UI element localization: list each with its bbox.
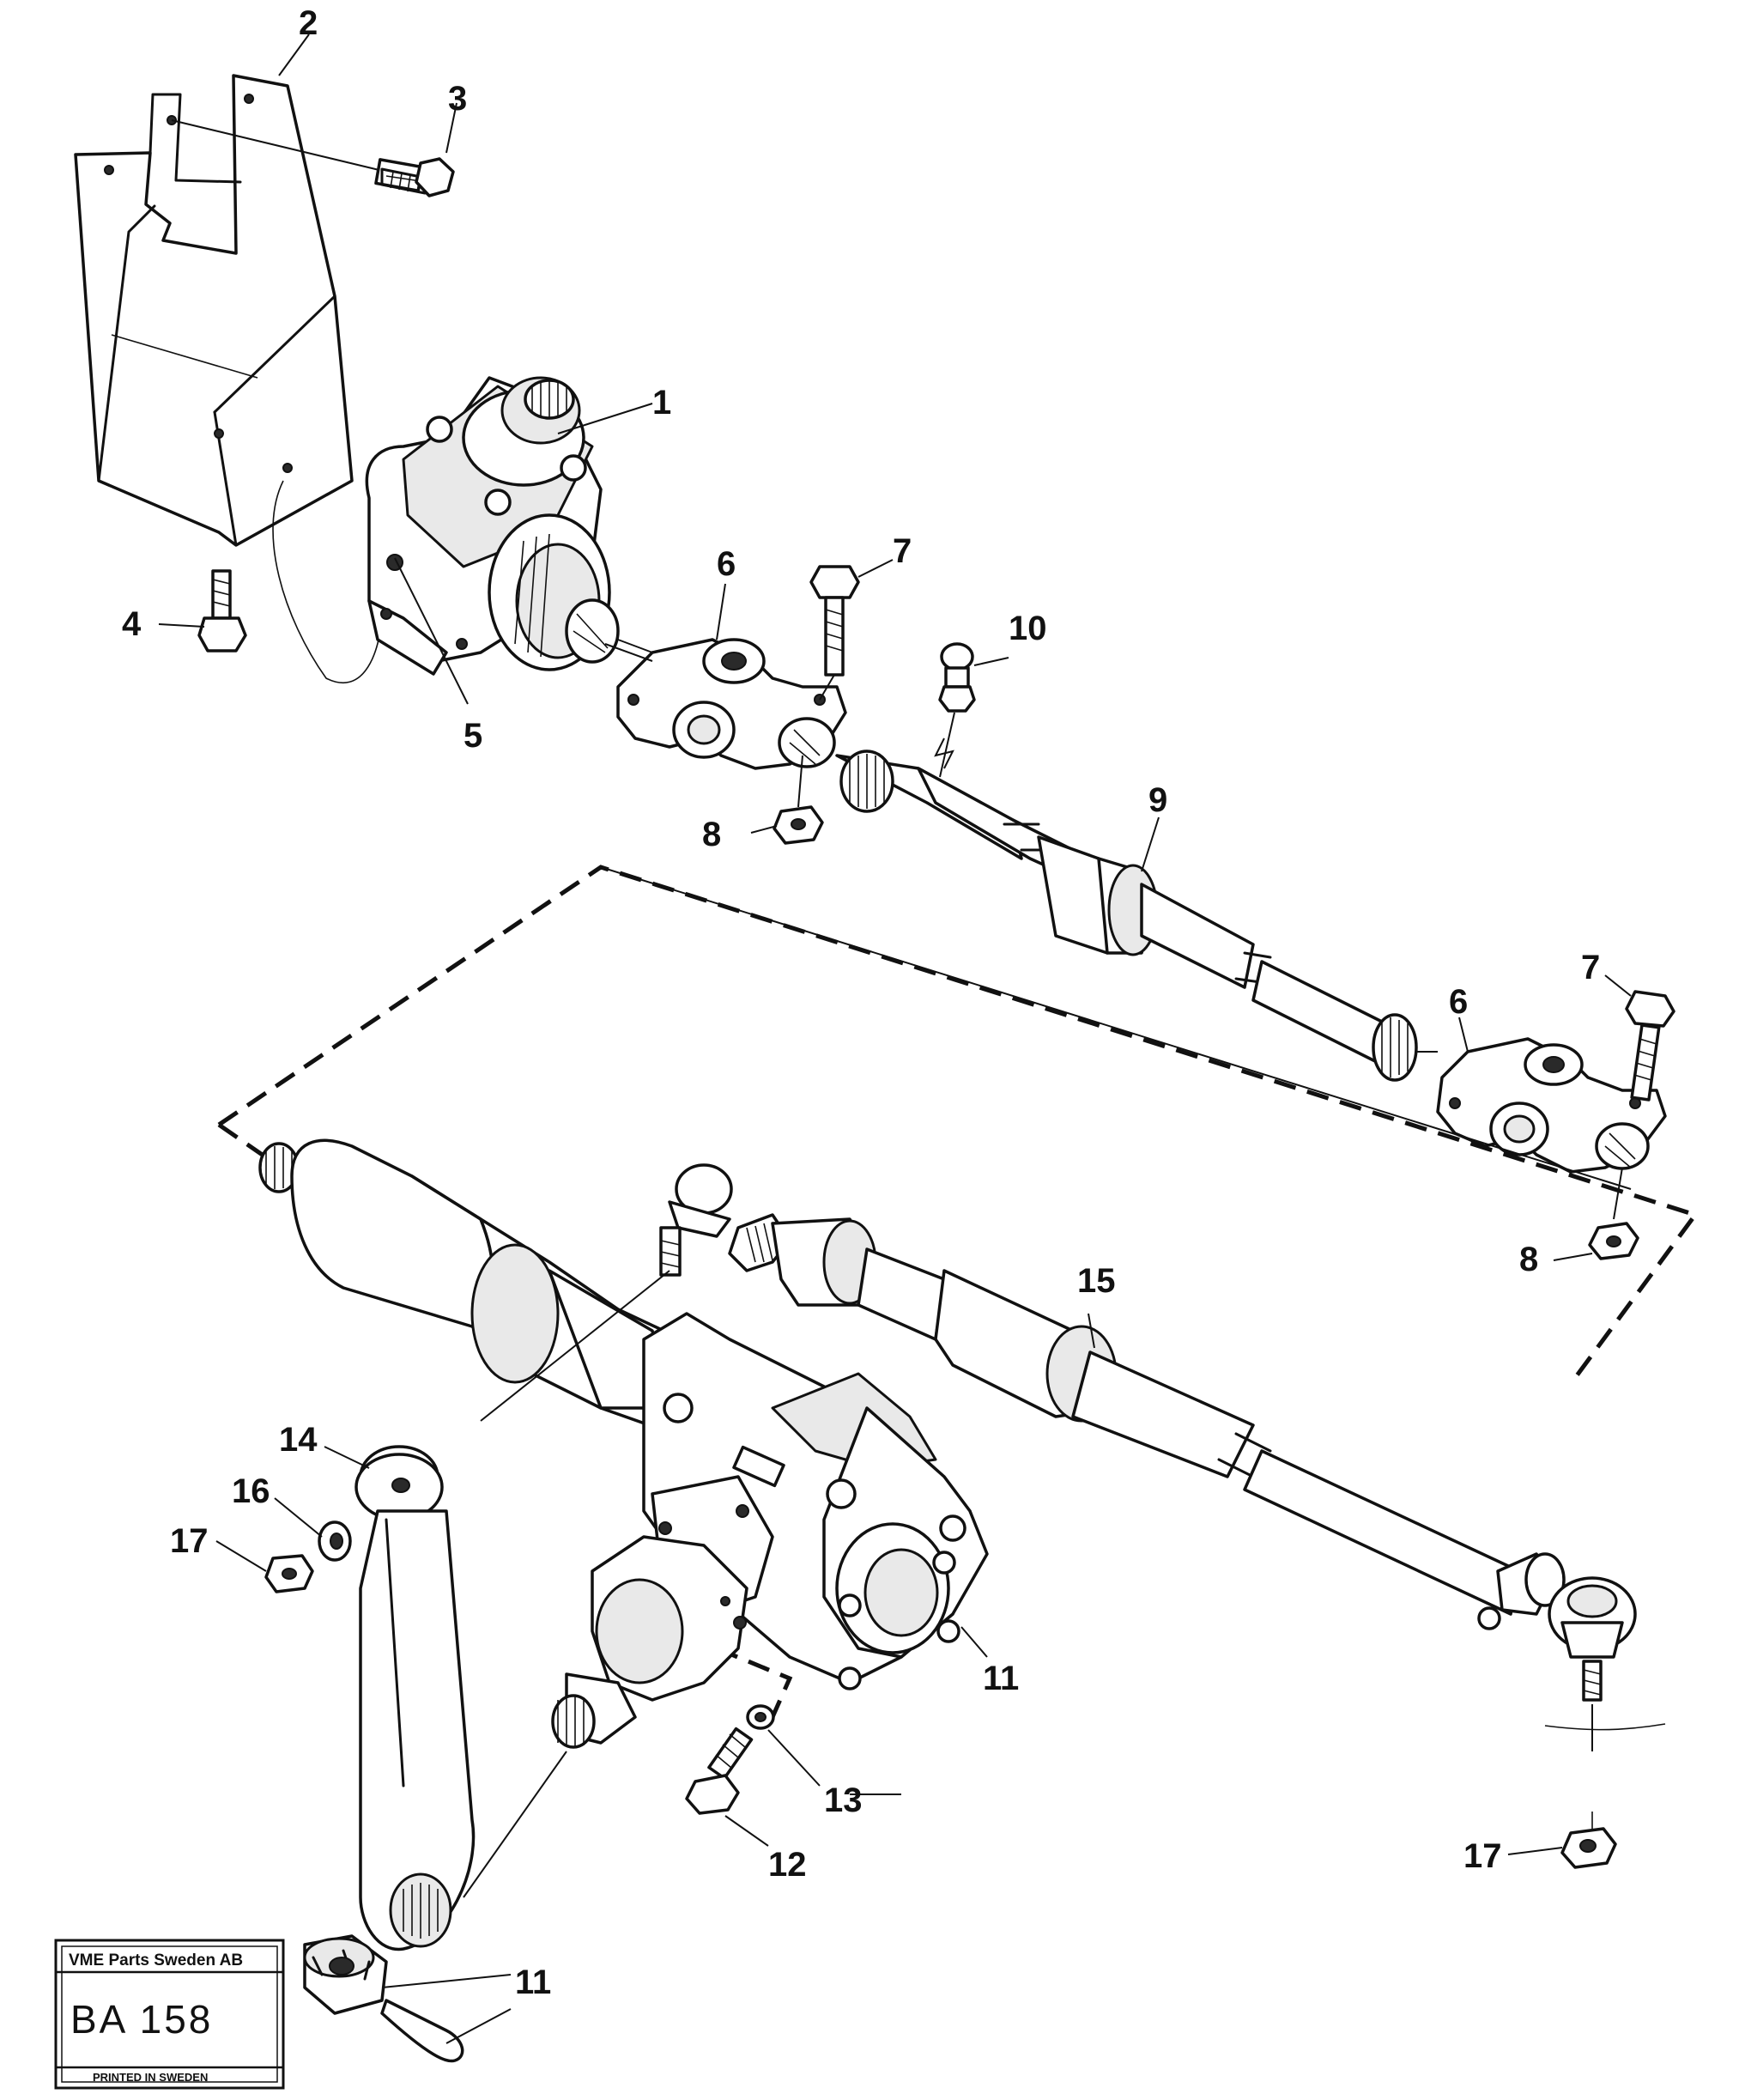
callout-15: 15 xyxy=(1077,1262,1116,1300)
callout-8-lower: 8 xyxy=(1519,1241,1538,1278)
washer-part-16 xyxy=(318,1520,352,1562)
steering-gear-part-1 xyxy=(365,376,620,676)
nut-part-17-left xyxy=(264,1554,314,1593)
callout-8-upper: 8 xyxy=(702,816,721,853)
drag-link-part-15 xyxy=(480,1163,1666,1751)
bolt-part-12 xyxy=(685,1727,754,1815)
callout-17-right: 17 xyxy=(1463,1837,1502,1875)
publisher-stamp: VME Parts Sweden AB BA 158 PRINTED IN SW… xyxy=(54,1939,285,2090)
grease-nipple-part-10 xyxy=(934,642,976,778)
bolt-part-7-lower xyxy=(1625,990,1675,1102)
callout-14: 14 xyxy=(279,1421,318,1459)
cotter-pin-part-11 xyxy=(380,1974,512,2063)
callout-leaders xyxy=(158,33,1632,1855)
callout-9: 9 xyxy=(1148,781,1167,819)
callout-numbers: 1 2 3 4 5 6 7 8 9 10 6 7 8 15 14 16 17 1… xyxy=(122,4,1600,2001)
callout-2: 2 xyxy=(299,4,318,42)
bracket-part-2 xyxy=(74,74,383,684)
callout-7-upper: 7 xyxy=(893,532,912,570)
castle-nut-part-11 xyxy=(303,1934,388,2015)
callout-11-lower: 11 xyxy=(515,1963,551,2001)
bolt-part-4 xyxy=(197,569,247,652)
callout-10: 10 xyxy=(1009,610,1047,647)
callout-4: 4 xyxy=(122,605,142,643)
callout-17-left: 17 xyxy=(170,1522,209,1560)
stamp-code: BA 158 xyxy=(70,1997,213,2042)
callout-3: 3 xyxy=(448,80,467,118)
callout-6-lower: 6 xyxy=(1449,983,1468,1021)
bolt-part-7-upper xyxy=(809,565,860,701)
callout-16: 16 xyxy=(232,1472,270,1510)
steering-shaft-part-9 xyxy=(604,643,1438,1082)
callout-1: 1 xyxy=(652,384,671,422)
nut-part-8-lower xyxy=(1588,1167,1639,1260)
washer-part-13 xyxy=(746,1704,775,1730)
nut-part-17-right xyxy=(1560,1812,1617,1869)
nut-part-8-upper xyxy=(773,755,824,845)
pitman-arm-part-14 xyxy=(354,1445,567,1951)
callout-13: 13 xyxy=(824,1781,863,1819)
callout-11-upper: 11 xyxy=(983,1660,1019,1697)
callout-12: 12 xyxy=(768,1846,807,1884)
bolt-part-3 xyxy=(171,119,455,197)
universal-joint-part-6-upper xyxy=(616,638,847,770)
callout-5: 5 xyxy=(464,717,482,755)
stamp-company: VME Parts Sweden AB xyxy=(69,1951,243,1970)
universal-joint-part-6-lower xyxy=(1436,1037,1667,1174)
power-steering-gear-part-11 xyxy=(258,1138,989,1749)
callout-7-lower: 7 xyxy=(1581,949,1600,986)
stamp-printed: PRINTED IN SWEDEN xyxy=(93,2071,208,2084)
callout-6-upper: 6 xyxy=(717,545,736,583)
